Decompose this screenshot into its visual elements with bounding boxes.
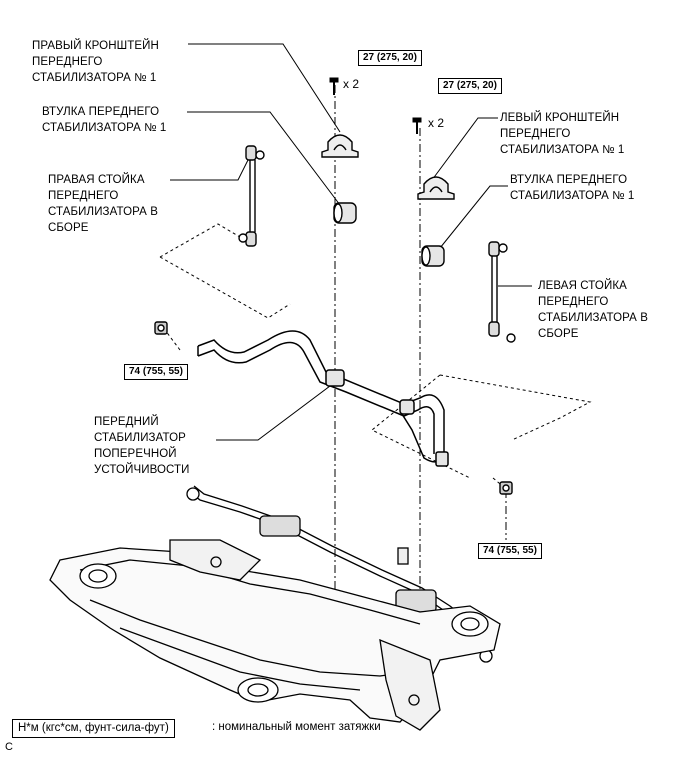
left-bushing-drawing bbox=[421, 245, 445, 267]
right-link-drawing bbox=[238, 145, 265, 247]
left-bracket-drawing bbox=[417, 176, 455, 200]
torque-bolt-left: 27 (275, 20) bbox=[438, 78, 502, 94]
bracket-bolt-left bbox=[412, 117, 422, 134]
right-bushing-drawing bbox=[333, 202, 357, 224]
label-left-bushing: ВТУЛКА ПЕРЕДНЕГО СТАБИЛИЗАТОРА № 1 bbox=[510, 174, 635, 202]
quantity-left-bolts: x 2 bbox=[428, 116, 445, 130]
label-stabilizer-bar: ПЕРЕДНИЙ СТАБИЛИЗАТОР ПОПЕРЕЧНОЙ УСТОЙЧИ… bbox=[94, 416, 190, 476]
label-right-bracket: ПРАВЫЙ КРОНШТЕЙН ПЕРЕДНЕГО СТАБИЛИЗАТОРА… bbox=[32, 40, 159, 84]
nut-left bbox=[499, 481, 513, 495]
left-link-drawing bbox=[488, 241, 516, 343]
installation-axes bbox=[334, 85, 507, 630]
illustration-code: C bbox=[5, 741, 13, 753]
label-left-link: ЛЕВАЯ СТОЙКА ПЕРЕДНЕГО СТАБИЛИЗАТОРА В С… bbox=[538, 280, 648, 340]
subframe-drawing bbox=[49, 485, 501, 731]
label-left-bracket: ЛЕВЫЙ КРОНШТЕЙН ПЕРЕДНЕГО СТАБИЛИЗАТОРА … bbox=[500, 112, 625, 156]
torque-bolt-right: 27 (275, 20) bbox=[358, 50, 422, 66]
stabilizer-bar-drawing bbox=[197, 330, 449, 467]
label-right-link: ПРАВАЯ СТОЙКА ПЕРЕДНЕГО СТАБИЛИЗАТОРА В … bbox=[48, 174, 158, 234]
quantity-right-bolts: x 2 bbox=[343, 77, 360, 91]
nut-right bbox=[154, 321, 168, 335]
right-bracket-drawing bbox=[321, 134, 359, 158]
label-right-bushing: ВТУЛКА ПЕРЕДНЕГО СТАБИЛИЗАТОРА № 1 bbox=[42, 106, 167, 134]
leader-lines bbox=[170, 43, 532, 441]
legend-torque-units: Н*м (кгс*см, фунт-сила-фут) bbox=[12, 719, 175, 738]
torque-nut-left: 74 (755, 55) bbox=[478, 543, 542, 559]
torque-nut-right: 74 (755, 55) bbox=[124, 364, 188, 380]
bracket-bolt-right bbox=[329, 77, 339, 95]
legend-description: : номинальный момент затяжки bbox=[212, 721, 381, 733]
hidden-line-boxes bbox=[159, 223, 592, 489]
